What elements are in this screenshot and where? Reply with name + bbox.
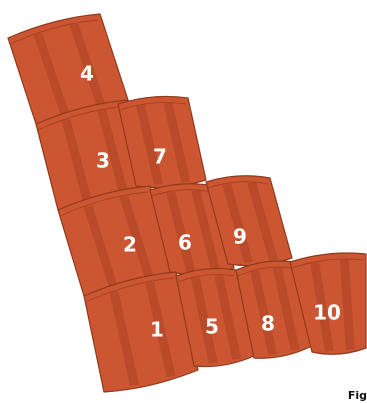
tile-number-6: 6 <box>178 231 192 255</box>
tiles-layer <box>8 14 366 392</box>
tile-number-7: 7 <box>153 145 167 169</box>
tile-number-10: 10 <box>313 301 341 325</box>
tile-number-8: 8 <box>261 312 275 336</box>
tile-number-4: 4 <box>80 62 94 86</box>
tile-number-1: 1 <box>150 318 164 342</box>
figure-caption: Fig <box>348 389 367 403</box>
tile-number-3: 3 <box>96 149 110 173</box>
tile-number-5: 5 <box>205 315 219 339</box>
tile-number-2: 2 <box>123 233 137 257</box>
tile-number-9: 9 <box>233 225 247 249</box>
